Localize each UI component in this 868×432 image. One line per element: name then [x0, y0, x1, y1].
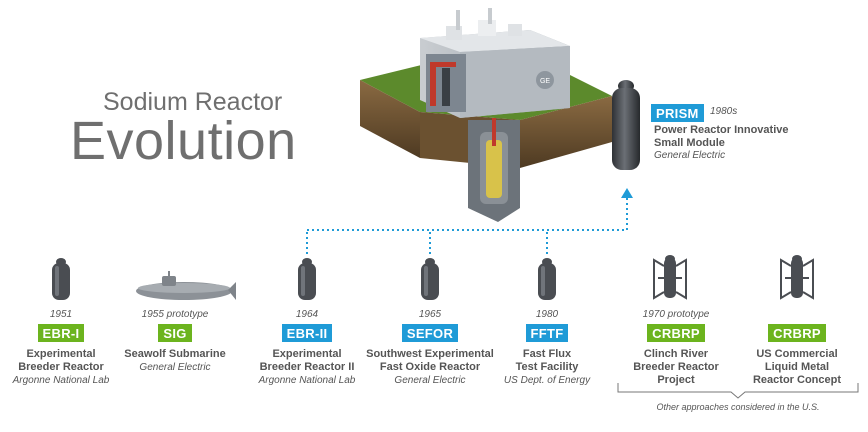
year-ebr1: 1951 [49, 309, 73, 320]
prism-vessel-icon [612, 80, 640, 170]
name-ebr2-line-1: Experimental [272, 348, 342, 360]
name-fftf-line-1: Fast Flux [522, 348, 572, 360]
badge-sefor-wrap: SEFOR [360, 324, 500, 343]
connector-trunk [307, 196, 628, 231]
prism-badge-label: PRISM [651, 104, 704, 122]
name-sefor: Southwest Experimental Fast Oxide Reacto… [355, 348, 505, 374]
badge-ebr1: EBR-I [37, 324, 85, 342]
badge-crbrp: CRBRP [647, 324, 705, 342]
year-sefor: 1965 [418, 309, 442, 320]
prism-org: General Electric [654, 150, 726, 161]
bracket-label: Other approaches considered in the U.S. [656, 402, 820, 412]
badge-crbrp-wrap: CRBRP [606, 324, 746, 343]
loop-reactor-icon-us-commercial [780, 255, 814, 300]
name-sefor-line-1: Southwest Experimental [366, 348, 494, 360]
prism-name-line-1: Power Reactor Innovative [654, 124, 789, 136]
submarine-icon [136, 271, 236, 300]
vessel-icon-sefor [421, 258, 439, 300]
year-ebr2: 1964 [295, 309, 319, 320]
prism-badge: PRISM [651, 104, 704, 123]
loop-reactor-icon-crbrp [653, 255, 687, 300]
name-ebr1-line-1: Experimental [26, 348, 96, 360]
name-ebr2: Experimental Breeder Reactor II [232, 348, 382, 374]
badge-ebr2: EBR-II [281, 324, 333, 342]
org-sig: General Electric [139, 362, 211, 373]
name-sig-line-1: Seawolf Submarine [124, 348, 226, 360]
grouping-bracket [617, 383, 859, 399]
name-crbrp-line-2: Breeder Reactor [633, 361, 719, 373]
title-line-1: Sodium Reactor [103, 88, 283, 116]
name-fftf-line-2: Test Facility [515, 361, 579, 373]
vessel-icon-fftf [538, 258, 556, 300]
name-crbrp-line-1: Clinch River [643, 348, 709, 360]
name-ebr1: Experimental Breeder Reactor [0, 348, 136, 374]
name-ebr2-line-2: Breeder Reactor II [259, 361, 355, 373]
year-sig: 1955 prototype [141, 309, 209, 320]
name-sig: Seawolf Submarine [100, 348, 250, 361]
vessel-icon-ebr2 [298, 258, 316, 300]
badge-us-commercial: CRBRP [768, 324, 826, 342]
badge-sig-wrap: SIG [105, 324, 245, 343]
badge-us-commercial-wrap: CRBRP [727, 324, 867, 343]
badge-sefor: SEFOR [401, 324, 459, 342]
badge-ebr1-wrap: EBR-I [0, 324, 131, 343]
year-fftf: 1980 [535, 309, 559, 320]
year-crbrp: 1970 prototype [642, 309, 710, 320]
prism-name: Power Reactor Innovative Small Module [654, 124, 824, 150]
badge-fftf-wrap: FFTF [477, 324, 617, 343]
name-crbrp: Clinch River Breeder Reactor Project [601, 348, 751, 387]
name-us-commercial: US Commercial Liquid Metal Reactor Conce… [722, 348, 868, 387]
org-ebr2: Argonne National Lab [258, 375, 356, 386]
ge-logo: GE [540, 78, 550, 85]
name-sefor-line-2: Fast Oxide Reactor [379, 361, 481, 373]
name-crbrp-line-3: Project [657, 374, 695, 386]
name-us-commercial-line-2: Liquid Metal [764, 361, 830, 373]
title-line-2: Evolution [70, 111, 297, 171]
org-fftf: US Dept. of Energy [503, 375, 591, 386]
name-us-commercial-line-1: US Commercial [756, 348, 838, 360]
org-ebr1: Argonne National Lab [12, 375, 110, 386]
name-ebr1-line-2: Breeder Reactor [18, 361, 104, 373]
org-sefor: General Electric [394, 375, 466, 386]
badge-ebr2-wrap: EBR-II [237, 324, 377, 343]
prism-name-line-2: Small Module [654, 137, 725, 149]
name-fftf: Fast Flux Test Facility [472, 348, 622, 374]
prism-year: 1980s [710, 106, 738, 117]
power-plant-illustration: GE [360, 8, 612, 222]
badge-sig: SIG [158, 324, 192, 342]
vessel-icon-ebr1 [52, 258, 70, 300]
name-us-commercial-line-3: Reactor Concept [752, 374, 842, 386]
connector-arrowhead [621, 188, 633, 198]
badge-fftf: FFTF [525, 324, 569, 342]
